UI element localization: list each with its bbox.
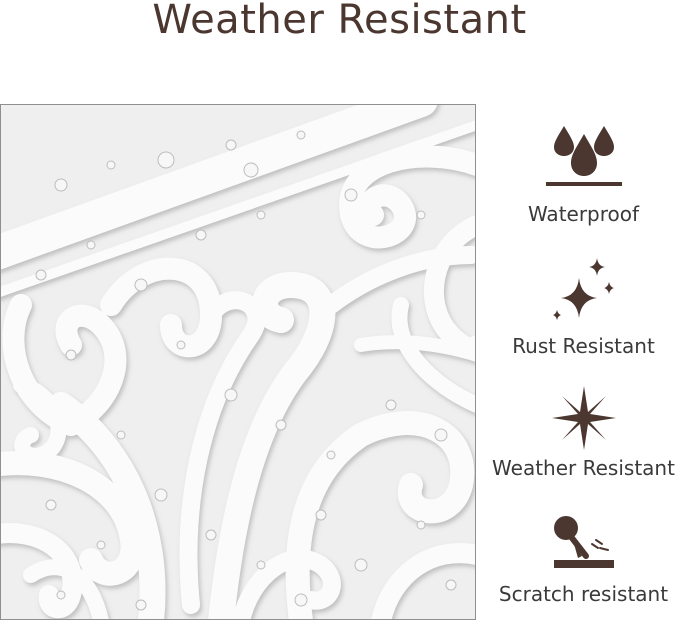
starburst-icon — [551, 386, 616, 450]
feature-waterproof: Waterproof — [488, 122, 679, 226]
page-title: Weather Resistant — [152, 0, 527, 43]
product-photo — [0, 104, 476, 620]
scrollwork-illustration — [1, 105, 475, 619]
sparkle-icon — [552, 258, 614, 320]
feature-rust-resistant: Rust Resistant — [488, 256, 679, 358]
feature-label: Weather Resistant — [492, 456, 675, 480]
feature-scratch-resistant: Scratch resistant — [488, 514, 679, 606]
feature-label: Waterproof — [527, 202, 640, 226]
feature-label: Rust Resistant — [512, 334, 655, 358]
feature-weather-resistant: Weather Resistant — [488, 386, 679, 480]
feature-label: Scratch resistant — [498, 582, 669, 606]
water-drops-icon — [545, 126, 622, 186]
scratch-test-icon — [553, 516, 614, 568]
